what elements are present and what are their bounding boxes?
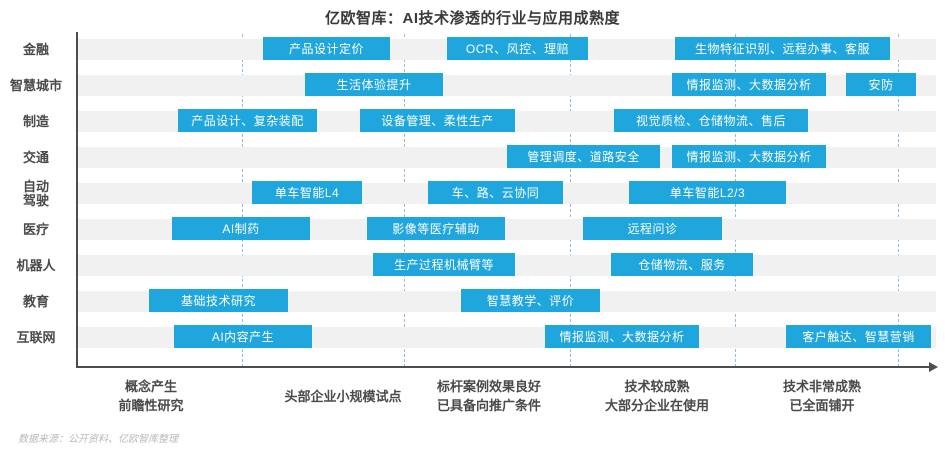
maturity-bar: 情报监测、大数据分析 <box>672 145 826 168</box>
maturity-bar: 单车智能L2/3 <box>629 181 786 204</box>
maturity-bar: 智慧教学、评价 <box>461 289 600 312</box>
maturity-bar: AI制药 <box>172 217 310 240</box>
stage-label: 头部企业小规模试点 <box>284 375 401 417</box>
industry-label: 制造 <box>0 111 72 132</box>
maturity-bar: AI内容产生 <box>174 325 312 348</box>
maturity-bar: 管理调度、道路安全 <box>507 145 660 168</box>
x-axis-line <box>76 366 930 368</box>
industry-label-line: 互联网 <box>16 329 56 345</box>
stage-label-line: 技术非常成熟 <box>782 379 862 394</box>
industry-label: 互联网 <box>0 327 72 348</box>
stage-label: 技术非常成熟已全面铺开 <box>783 375 861 417</box>
maturity-bar: 远程问诊 <box>583 217 722 240</box>
stage-label-line: 已具备向推广条件 <box>436 398 542 413</box>
stage-label-line: 标杆案例效果良好 <box>436 379 542 394</box>
maturity-bar: 情报监测、大数据分析 <box>545 325 699 348</box>
maturity-bar: 影像等医疗辅助 <box>367 217 505 240</box>
stage-label: 概念产生前瞻性研究 <box>118 375 183 417</box>
stage-label: 技术较成熟大部分企业在使用 <box>605 375 709 417</box>
maturity-bar: 视觉质检、仓储物流、售后 <box>614 109 808 132</box>
stage-label-line: 头部企业小规模试点 <box>284 388 402 404</box>
maturity-bar: 车、路、云协同 <box>428 181 563 204</box>
stage-label-line: 技术较成熟 <box>624 379 690 394</box>
stage-label-line: 前瞻性研究 <box>118 398 184 413</box>
industry-label: 智慧城市 <box>0 75 72 96</box>
maturity-bar: OCR、风控、理赔 <box>447 37 588 60</box>
axis-arrow-icon <box>929 362 938 372</box>
stage-label-line: 概念产生 <box>124 379 178 394</box>
maturity-bar: 设备管理、柔性生产 <box>360 109 515 132</box>
maturity-bar: 安防 <box>846 73 916 96</box>
industry-label-line: 自动 <box>22 178 49 194</box>
maturity-bar: 客户触达、智慧营销 <box>786 325 931 348</box>
stage-label-line: 大部分企业在使用 <box>604 398 710 413</box>
maturity-bar: 情报监测、大数据分析 <box>672 73 826 96</box>
industry-label-line: 医疗 <box>22 221 49 237</box>
industry-label-line: 教育 <box>22 293 49 309</box>
stage-label: 标杆案例效果良好已具备向推广条件 <box>437 375 541 417</box>
maturity-bar: 生产过程机械臂等 <box>373 253 515 276</box>
industry-label: 机器人 <box>0 255 72 276</box>
industry-label-line: 金融 <box>22 41 49 57</box>
y-axis-line <box>76 32 78 368</box>
industry-label-line: 智慧城市 <box>9 77 62 93</box>
industry-label: 医疗 <box>0 219 72 240</box>
maturity-bar: 仓储物流、服务 <box>611 253 753 276</box>
industry-label: 教育 <box>0 291 72 312</box>
industry-label: 自动驾驶 <box>0 178 72 207</box>
maturity-bar: 生活体验提升 <box>305 73 443 96</box>
maturity-bar: 产品设计、复杂装配 <box>178 109 317 132</box>
maturity-bar: 生物特征识别、远程办事、客服 <box>675 37 890 60</box>
maturity-bar: 产品设计定价 <box>263 37 390 60</box>
maturity-bar: 单车智能L4 <box>252 181 362 204</box>
industry-label: 金融 <box>0 39 72 60</box>
maturity-bar: 基础技术研究 <box>149 289 288 312</box>
chart-title: 亿欧智库：AI技术渗透的行业与应用成熟度 <box>324 10 620 27</box>
industry-label-line: 机器人 <box>16 257 56 273</box>
stage-label-line: 已全面铺开 <box>789 398 855 413</box>
industry-label-line: 交通 <box>22 149 49 165</box>
industry-label-line: 驾驶 <box>22 192 49 208</box>
industry-label: 交通 <box>0 147 72 168</box>
source-note: 数据来源：公开资料、亿欧智库整理 <box>18 434 178 445</box>
industry-label-line: 制造 <box>22 113 49 129</box>
